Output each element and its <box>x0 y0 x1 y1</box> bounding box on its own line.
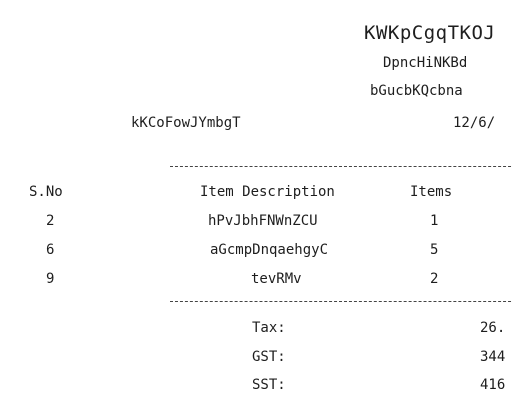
store-name: KWKpCgqTKOJ <box>364 22 496 44</box>
row-items: 2 <box>430 271 439 287</box>
column-header-items: Items <box>410 184 453 200</box>
row-description: aGcmpDnqaehgyC <box>210 242 329 258</box>
row-items: 1 <box>430 213 439 229</box>
row-description: hPvJbhFNWnZCU <box>208 213 318 229</box>
row-sno: 9 <box>46 271 55 287</box>
header-line-2: bGucbKQcbna <box>370 83 463 99</box>
sst-value: 416 <box>480 377 506 393</box>
cashier-name: kKCoFowJYmbgT <box>131 115 241 131</box>
gst-value: 344 <box>480 349 506 365</box>
divider-bottom <box>170 301 512 302</box>
header-line-1: DpncHiNKBd <box>383 55 468 71</box>
tax-label: Tax: <box>252 320 286 336</box>
sst-label: SST: <box>252 377 286 393</box>
row-sno: 6 <box>46 242 55 258</box>
row-description: tevRMv <box>251 271 302 287</box>
column-header-description: Item Description <box>200 184 335 200</box>
column-header-sno: S.No <box>29 184 63 200</box>
row-sno: 2 <box>46 213 55 229</box>
row-items: 5 <box>430 242 439 258</box>
divider-top <box>170 166 512 167</box>
receipt-date: 12/6/ <box>453 115 496 131</box>
gst-label: GST: <box>252 349 286 365</box>
tax-value: 26. <box>480 320 506 336</box>
